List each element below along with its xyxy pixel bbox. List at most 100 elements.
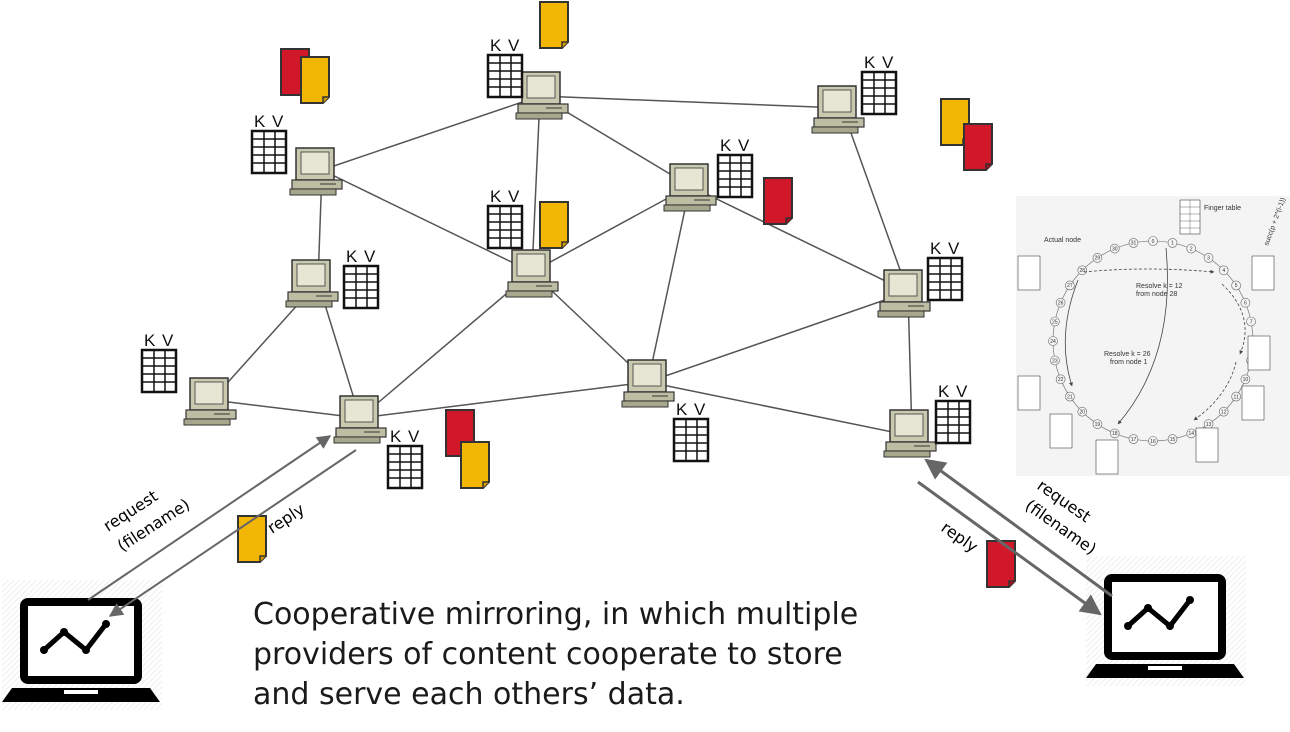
edge xyxy=(647,291,909,383)
left-reply-label: reply xyxy=(264,500,308,538)
ring-node xyxy=(1203,253,1214,263)
ring-node-label: 15 xyxy=(1170,437,1176,443)
yellow-file-icon xyxy=(237,515,267,563)
edge xyxy=(647,381,913,437)
ring-node-label: 26 xyxy=(1058,301,1064,307)
ring-node xyxy=(1077,406,1088,417)
ring-node xyxy=(1050,316,1060,327)
edge xyxy=(359,271,533,419)
kv-value-label: V xyxy=(162,331,174,350)
edge xyxy=(531,95,541,273)
computer-node-icon xyxy=(811,85,865,134)
ring-node-label: 6 xyxy=(1244,301,1247,307)
finger-table-top xyxy=(1179,199,1201,235)
caption-line: and serve each others’ data. xyxy=(253,677,685,712)
ring-node xyxy=(1167,238,1178,248)
ring-node xyxy=(1077,265,1088,276)
kv-key-label: K xyxy=(720,136,732,155)
resolve-26-label: Resolve k = 26 xyxy=(1104,351,1151,358)
finger-table-label: Finger table xyxy=(1204,205,1241,212)
finger-tables xyxy=(1017,255,1275,475)
ring-node-label: 30 xyxy=(1112,246,1118,252)
ring-node-label: 27 xyxy=(1067,283,1073,289)
resolve-12-label: Resolve k = 12 xyxy=(1136,283,1183,290)
ring-node xyxy=(1246,316,1256,327)
kv-key-label: K xyxy=(676,400,688,419)
actual-node-label: Actual node xyxy=(1044,237,1081,244)
ring-node xyxy=(1218,406,1229,417)
ring-node-label: 4 xyxy=(1222,268,1225,274)
ring-node-label: 13 xyxy=(1206,422,1212,428)
ring-node xyxy=(1128,434,1139,444)
request-arrow xyxy=(924,458,1113,598)
yellow-file-icon xyxy=(300,56,330,104)
ring-node xyxy=(1186,243,1197,254)
edge xyxy=(841,107,909,293)
ring-node xyxy=(1240,297,1251,308)
computer-node-icon xyxy=(621,359,675,408)
yellow-file-icon xyxy=(539,201,569,249)
computer-node-icon xyxy=(515,71,569,120)
ring-node xyxy=(1092,419,1103,429)
kv-key-label: K xyxy=(254,112,266,131)
kv-value-label: V xyxy=(364,247,376,266)
ring-nodes: 0123456789101112131415161718192021222324… xyxy=(1048,236,1258,446)
kv-table-icon: K V xyxy=(250,112,288,175)
computer-node-icon xyxy=(505,249,559,298)
ring-node-label: 22 xyxy=(1058,377,1064,383)
ring-node-label: 12 xyxy=(1221,410,1227,416)
ring-node-label: 20 xyxy=(1080,410,1086,416)
kv-table-icon: K V xyxy=(342,247,380,310)
ring-node-label: 0 xyxy=(1152,239,1155,245)
kv-table-icon: K V xyxy=(672,400,710,463)
ring-node-label: 19 xyxy=(1095,422,1101,428)
ring-node xyxy=(1048,336,1058,346)
caption: Cooperative mirroring, in which multiple… xyxy=(253,595,953,715)
ring-node xyxy=(1109,428,1120,439)
request-arrow xyxy=(87,435,332,601)
computer-node-icon xyxy=(663,163,717,212)
computer-node-icon xyxy=(289,147,343,196)
ring-node-label: 21 xyxy=(1067,394,1073,400)
ring-node-label: 11 xyxy=(1234,394,1239,400)
ring-node-label: 5 xyxy=(1235,283,1238,289)
kv-table-icon: K V xyxy=(140,331,178,394)
kv-key-label: K xyxy=(938,382,950,401)
kv-value-label: V xyxy=(738,136,750,155)
ring-node xyxy=(1167,434,1178,444)
kv-value-label: V xyxy=(882,53,894,72)
kv-key-label: K xyxy=(490,36,502,55)
ring-node-label: 24 xyxy=(1050,339,1056,345)
computer-node-icon xyxy=(877,269,931,318)
kv-table-icon: K V xyxy=(486,187,524,250)
kv-value-label: V xyxy=(508,187,520,206)
caption-line: Cooperative mirroring, in which multiple xyxy=(253,597,859,632)
ring-node-label: 25 xyxy=(1052,319,1058,325)
edge xyxy=(321,169,533,273)
ring-node xyxy=(1218,265,1229,276)
resolve-26-sub-label: from node 1 xyxy=(1110,359,1147,366)
kv-table-icon: K V xyxy=(386,427,424,490)
resolve-12-sub-label: from node 28 xyxy=(1136,291,1177,298)
client-laptop-icon xyxy=(2,580,162,710)
ring-node xyxy=(1065,280,1075,291)
ring-node-label: 2 xyxy=(1190,246,1193,252)
edge xyxy=(211,399,361,419)
kv-table-icon: K V xyxy=(934,382,972,445)
caption-line: providers of content cooperate to store xyxy=(253,637,843,672)
ring-node-label: 3 xyxy=(1207,256,1210,262)
yellow-file-icon xyxy=(460,441,490,489)
ring-node xyxy=(1065,391,1075,402)
chord-ring-inset: 0123456789101112131415161718192021222324… xyxy=(1016,196,1290,476)
ring-node xyxy=(1109,243,1120,254)
edge xyxy=(359,381,649,419)
edge xyxy=(321,95,541,171)
ring-node-label: 29 xyxy=(1095,256,1101,262)
kv-table-icon: K V xyxy=(486,36,524,99)
kv-table-icon: K V xyxy=(716,136,754,199)
ring-node xyxy=(1055,297,1066,308)
red-file-icon xyxy=(963,123,993,171)
ring-node xyxy=(1055,374,1066,385)
